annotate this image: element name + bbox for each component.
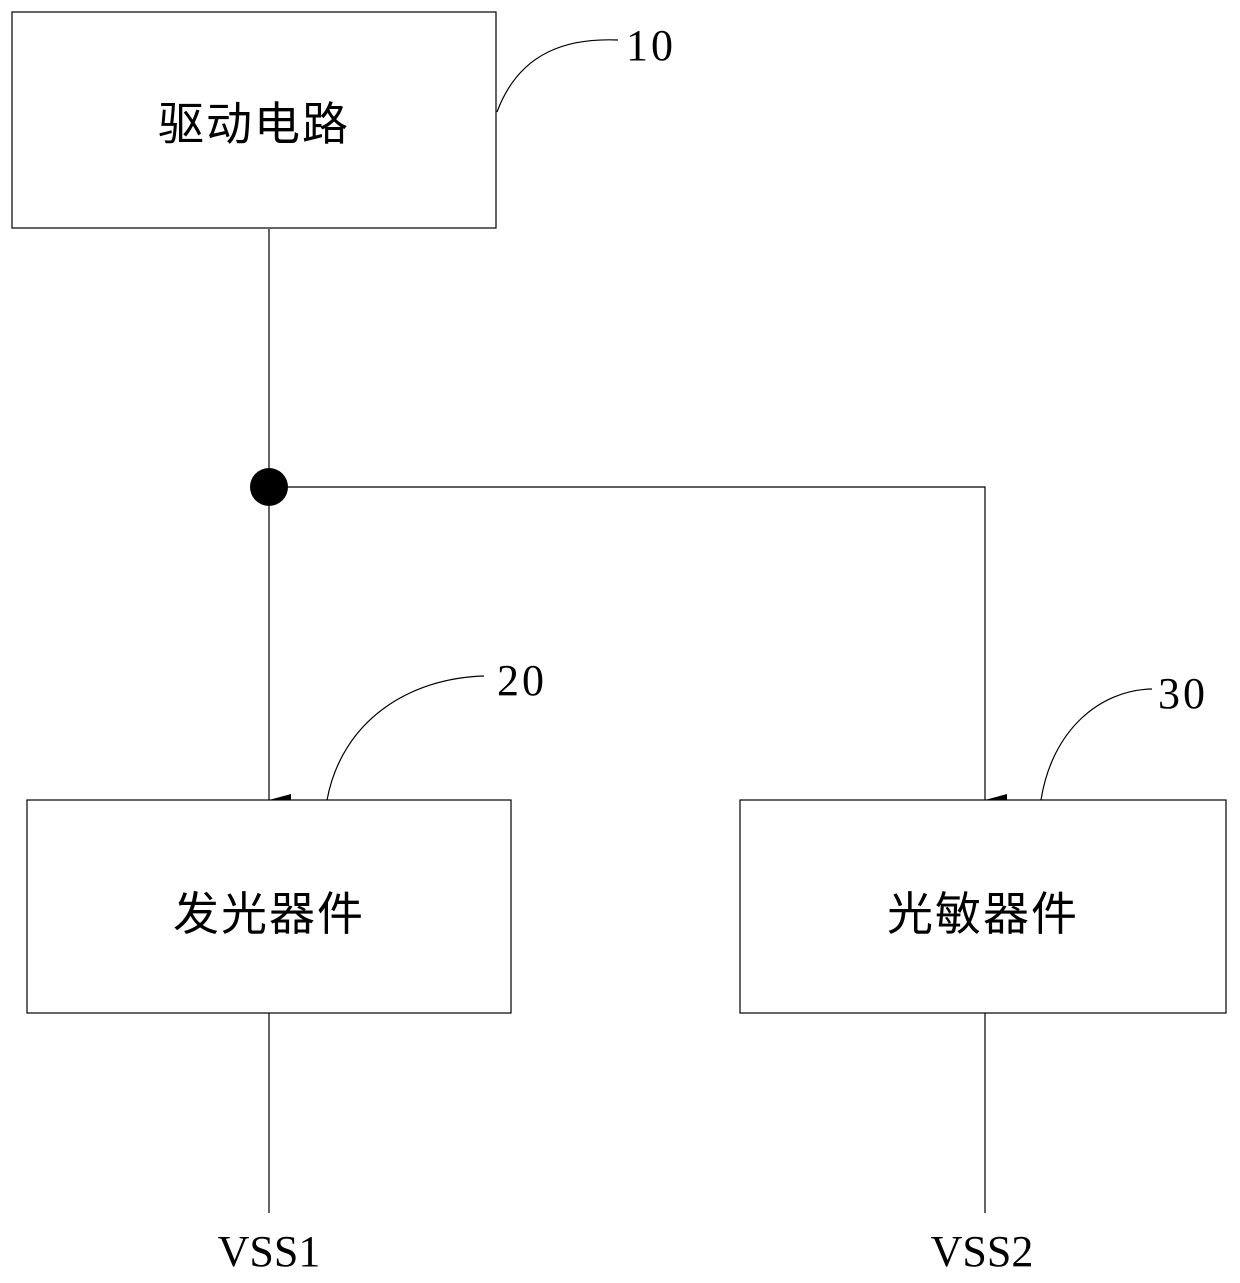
light-emitting-device-ref: 20 <box>497 656 547 705</box>
sensor-feed-wire <box>288 487 985 800</box>
photosensitive-device-label: 光敏器件 <box>887 887 1079 941</box>
light-emitting-device-block: 发光器件 <box>27 800 511 1013</box>
driver-circuit-label: 驱动电路 <box>158 97 350 151</box>
photosensitive-device-leader-line <box>1041 689 1152 800</box>
driver-circuit-leader-line <box>497 40 618 112</box>
light-emitting-device-label: 发光器件 <box>173 887 365 941</box>
vss1-label: VSS1 <box>218 1227 321 1276</box>
driver-circuit-block: 驱动电路 <box>12 12 496 228</box>
photosensitive-device-ref: 30 <box>1158 669 1208 718</box>
light-emitting-device-leader-line <box>327 676 484 800</box>
photosensitive-device-block: 光敏器件 <box>740 800 1226 1013</box>
vss2-label: VSS2 <box>931 1227 1034 1276</box>
driver-circuit-ref: 10 <box>626 21 676 70</box>
junction-node <box>250 468 288 506</box>
